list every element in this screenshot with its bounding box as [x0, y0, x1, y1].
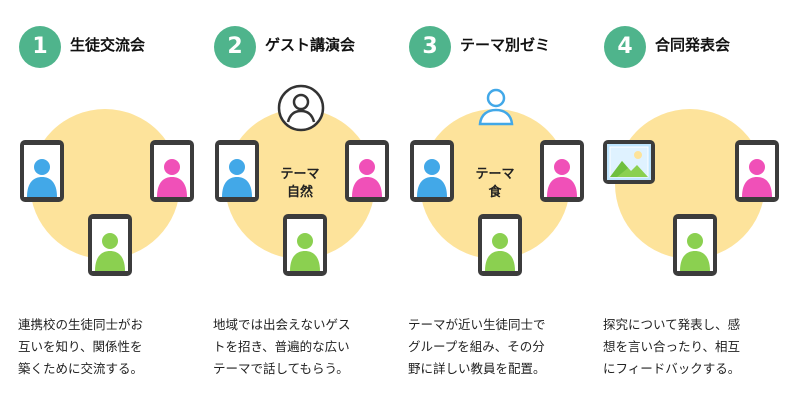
step-title: テーマ別ゼミ: [460, 36, 551, 54]
theme-label: テーマ 自然: [275, 166, 325, 202]
person-blue-icon: [417, 159, 447, 197]
step-description: 地域では出会えないゲス トを招き、普遍的な広い テーマで話してもらう。: [213, 314, 393, 380]
step-number-badge: 1: [19, 26, 61, 68]
tablet-person-blue: [215, 140, 259, 202]
person-pink-icon: [742, 159, 772, 197]
description-line: トを招き、普遍的な広い: [213, 339, 350, 354]
description-line: 連携校の生徒同士がお: [18, 317, 144, 332]
theme-label-line: 自然: [286, 185, 313, 200]
theme-label-line: 食: [488, 185, 502, 200]
step-title: 合同発表会: [655, 36, 731, 54]
description-line: テーマが近い生徒同士で: [408, 317, 546, 332]
tablet-person-green: [283, 214, 327, 276]
step-1: 1 生徒交流会 連携校の生徒同士がお 互いを知り、関係性を 築くために交流する。: [8, 0, 203, 400]
person-green-icon: [95, 233, 125, 271]
step-2: 2 ゲスト講演会 テーマ 自然 地域では出会えないゲス: [203, 0, 398, 400]
step-4: 4 合同発表会 探究について発表し、感 想を言い合ったり、: [593, 0, 788, 400]
tablet-person-green: [673, 214, 717, 276]
description-line: 探究について発表し、感: [603, 317, 741, 332]
person-pink-icon: [547, 159, 577, 197]
tablet-person-green: [478, 214, 522, 276]
person-blue-icon: [27, 159, 57, 197]
step-illustration: [593, 80, 788, 285]
step-description: テーマが近い生徒同士で グループを組み、その分 野に詳しい教員を配置。: [408, 314, 588, 380]
step-title: ゲスト講演会: [265, 36, 356, 54]
tablet-person-pink: [345, 140, 389, 202]
tablet-photo: [603, 140, 655, 184]
person-pink-icon: [157, 159, 187, 197]
tablet-person-blue: [20, 140, 64, 202]
tablet-person-pink: [150, 140, 194, 202]
person-blue-icon: [222, 159, 252, 197]
step-illustration: テーマ 食: [398, 80, 593, 285]
person-green-icon: [485, 233, 515, 271]
step-illustration: テーマ 自然: [203, 80, 398, 285]
description-line: 互いを知り、関係性を: [18, 339, 143, 354]
speaker-person-icon: [277, 84, 325, 132]
description-line: にフィードバックする。: [603, 361, 741, 376]
person-pink-icon: [352, 159, 382, 197]
person-green-icon: [290, 233, 320, 271]
step-number-badge: 3: [409, 26, 451, 68]
description-line: テーマで話してもらう。: [213, 361, 349, 376]
teacher-person-icon: [478, 88, 514, 126]
theme-label: テーマ 食: [470, 166, 520, 202]
person-green-icon: [680, 233, 710, 271]
theme-label-line: テーマ: [280, 167, 320, 182]
description-line: 野に詳しい教員を配置。: [408, 361, 546, 376]
landscape-photo-icon: [607, 144, 651, 180]
step-number-badge: 4: [604, 26, 646, 68]
description-line: 築くために交流する。: [18, 361, 144, 376]
step-description: 探究について発表し、感 想を言い合ったり、相互 にフィードバックする。: [603, 314, 783, 380]
step-description: 連携校の生徒同士がお 互いを知り、関係性を 築くために交流する。: [18, 314, 198, 380]
step-3: 3 テーマ別ゼミ テーマ 食 テーマが近い生徒同士で グループ: [398, 0, 593, 400]
description-line: 地域では出会えないゲス: [213, 317, 351, 332]
description-line: グループを組み、その分: [408, 339, 545, 354]
step-illustration: [8, 80, 203, 285]
theme-label-line: テーマ: [475, 167, 515, 182]
tablet-person-pink: [735, 140, 779, 202]
description-line: 想を言い合ったり、相互: [603, 339, 741, 354]
tablet-person-green: [88, 214, 132, 276]
tablet-person-pink: [540, 140, 584, 202]
step-number-badge: 2: [214, 26, 256, 68]
step-title: 生徒交流会: [70, 36, 146, 54]
tablet-person-blue: [410, 140, 454, 202]
